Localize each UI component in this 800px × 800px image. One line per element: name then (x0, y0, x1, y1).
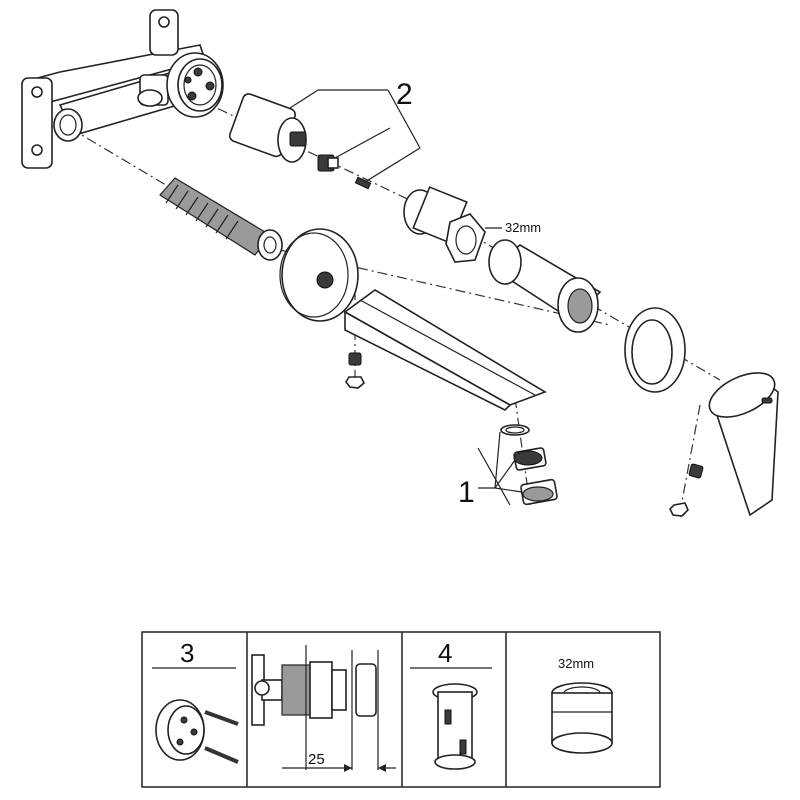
spout-set-screw (345, 352, 365, 389)
callout-3: 3 (180, 638, 194, 668)
wall-mounting-body (21, 9, 224, 169)
handle-set-screw (669, 463, 704, 517)
lever-handle (708, 372, 779, 517)
nut-size-label: 32mm (505, 220, 541, 235)
table-cell-section: 25 (251, 645, 396, 772)
callout-2: 2 (396, 78, 413, 111)
table-nut-size-label: 32mm (558, 656, 594, 671)
cover-sleeve (488, 239, 602, 333)
callout-leaders (289, 89, 523, 506)
sleeve-nut: 32mm (403, 186, 541, 263)
stem-adapter (317, 154, 372, 190)
depth-dimension: 25 (308, 751, 325, 768)
threaded-extension (159, 177, 283, 261)
spout (343, 289, 547, 411)
callout-4: 4 (438, 638, 452, 668)
rosette-disc (279, 228, 359, 322)
table-cell-4: 4 (410, 638, 492, 770)
aerator-set (500, 424, 558, 506)
table-cell-nut: 32mm (551, 656, 613, 754)
cartridge (228, 93, 307, 163)
callout-1: 1 (458, 476, 475, 509)
table-cell-3: 3 (152, 638, 239, 764)
cover-ring (624, 307, 686, 393)
reference-table (141, 631, 661, 788)
